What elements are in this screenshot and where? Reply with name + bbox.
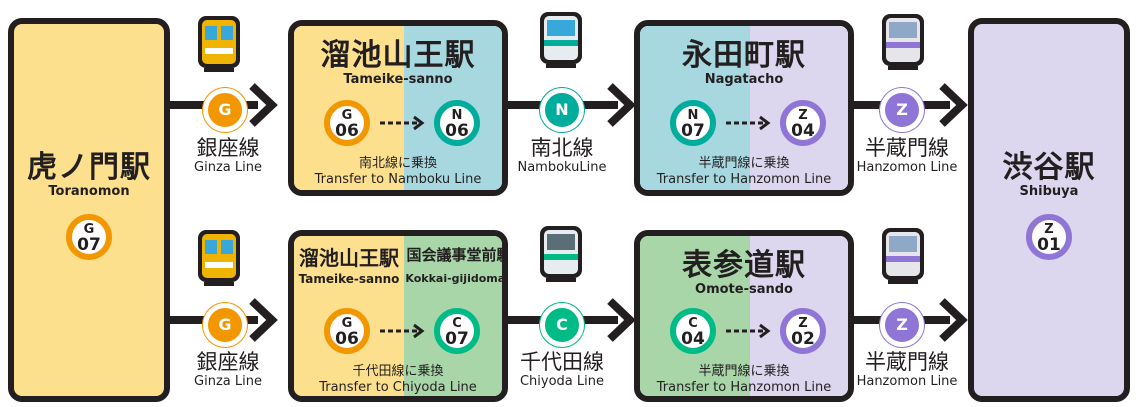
transfer1-name-ja: 溜池山王駅 (320, 38, 476, 73)
ginza-line-symbol: G (203, 303, 247, 347)
hanzomon-line-symbol: Z (880, 88, 924, 132)
transfer-arrow-icon (380, 323, 425, 339)
chiyoda-train-icon (540, 226, 582, 282)
transfer2-name-ja: 表参道駅 (682, 248, 806, 283)
hanzomon-line-label: 半蔵門線 Hanzomon Line (856, 350, 958, 389)
destination-name-en: Shibuya (1019, 184, 1079, 199)
transfer-arrow-icon (726, 115, 771, 131)
destination-station-panel: 渋谷駅 Shibuya Z 01 (968, 18, 1130, 402)
transfer1-name-en-a: Tameike-sanno (298, 272, 400, 286)
chiyoda-line-label: 千代田線 Chiyoda Line (519, 350, 605, 389)
hanzomon-line-symbol: Z (880, 303, 924, 347)
ginza-line-symbol: G (203, 88, 247, 132)
origin-station-panel: 虎ノ門駅 Toranomon G 07 (8, 18, 170, 402)
transfer1-name-en-b: Kokkai-gijidomae (405, 272, 508, 285)
origin-name-ja: 虎ノ門駅 (27, 150, 151, 185)
chiyoda-line-symbol: C (540, 303, 584, 347)
namboku-train-icon (540, 12, 582, 68)
origin-station-code: G 07 (66, 214, 112, 260)
ginza-train-icon (198, 230, 240, 286)
hanzomon-train-icon (882, 14, 924, 70)
namboku-line-symbol: N (540, 88, 584, 132)
transfer2-name-en: Omote-sando (695, 282, 793, 297)
ginza-train-icon (198, 16, 240, 72)
namboku-line-label: 南北線 NambokuLine (517, 136, 607, 175)
transfer1-name-en: Tameike-sanno (343, 72, 453, 87)
hanzomon-train-icon (882, 228, 924, 284)
destination-station-code: Z 01 (1026, 214, 1072, 260)
transfer-arrow-icon (380, 115, 425, 131)
transfer-arrow-icon (726, 323, 771, 339)
transfer-station-tameike-kokkai: 溜池山王駅 国会議事堂前駅 Tameike-sanno Kokkai-gijid… (288, 230, 508, 402)
ginza-line-label: 銀座線 Ginza Line (194, 136, 262, 175)
origin-name-en: Toranomon (48, 184, 130, 199)
destination-name-ja: 渋谷駅 (1002, 150, 1096, 185)
transfer1-name-ja-a: 溜池山王駅 (299, 246, 399, 270)
transfer2-name-en: Nagatacho (704, 72, 784, 87)
ginza-line-label: 銀座線 Ginza Line (194, 350, 262, 389)
transfer2-name-ja: 永田町駅 (682, 38, 806, 73)
hanzomon-line-label: 半蔵門線 Hanzomon Line (856, 136, 958, 175)
transfer1-name-ja-b: 国会議事堂前駅 (406, 246, 508, 264)
